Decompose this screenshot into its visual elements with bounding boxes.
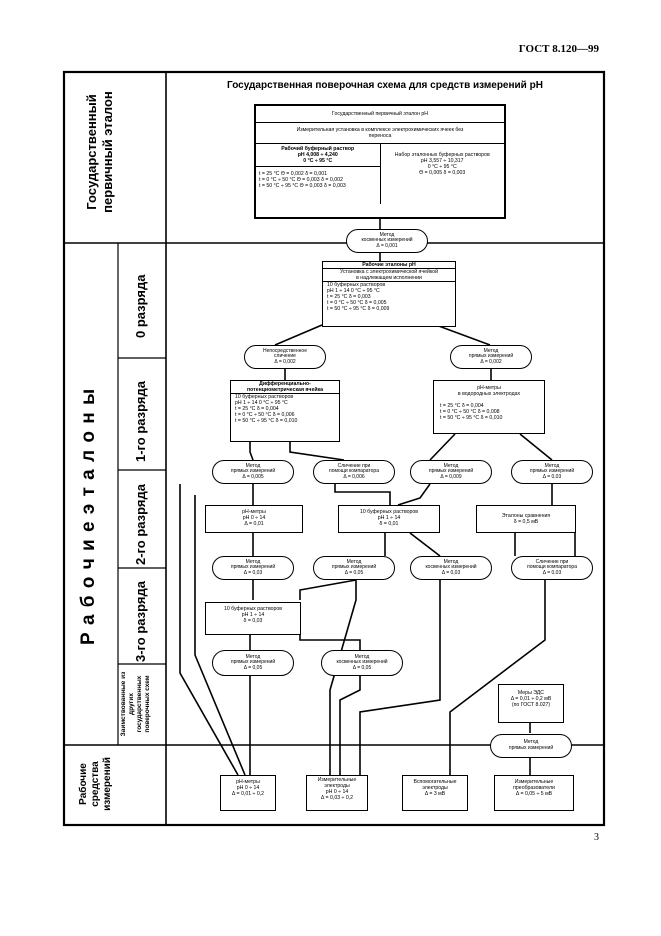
row-label-grade1: 1-го разряда [133,381,148,462]
pill-1-2-a: Метод прямых измерений Δ = 0,005 [212,460,294,484]
pill-2-3-c: Метод косвенных измерений Δ = 0,03 [410,556,492,580]
primary-left-buffer: Рабочий буферный раствор рН 4,008 ÷ 4,24… [281,146,355,164]
pill-direct-comparison: Непосредственное сличение Δ = 0,002 [244,345,326,369]
row-label-grade0: 0 разряда [133,274,148,338]
instrument-auxiliary-electrodes: Вспомогательные электроды Δ = 3 мВ [402,775,468,811]
page-number: 3 [594,832,599,843]
pill-direct-measure-0-text: Метод прямых измерений Δ = 0,002 [468,347,514,365]
instrument-auxiliary-electrodes-text: Вспомогательные электроды Δ = 3 мВ [413,779,457,797]
pill-2-3-a: Метод прямых измерений Δ = 0,03 [212,556,294,580]
grade0-standard-block: Рабочие эталоны рН Установка с электрохи… [322,261,456,327]
pill-1-2-a-text: Метод прямых измерений Δ = 0,005 [230,462,276,480]
grade3-buffers: 10 буферных растворов рН 1 ÷ 14 δ = 0,03 [205,602,301,635]
primary-installation: Измерительная установка в комплексе элек… [256,123,504,144]
borrowed-method-text: Метод прямых измерений [508,739,554,751]
pill-2-3-d: Сличение при помощи компаратора Δ = 0,03 [511,556,593,580]
grade2-emf-standards: Эталоны сравнения δ = 0,5 мВ [476,505,576,533]
borrowed-emf-text: Меры ЭДС Δ = 0,01 ÷ 0,2 мВ (по ГОСТ 8.02… [510,690,552,708]
instrument-ph-meters-text: рН-метры рН 0 ÷ 14 Δ = 0,01 ÷ 0,2 [231,779,265,797]
primary-standard-block: Государственный первичный эталон рН Изме… [254,104,506,219]
instrument-transducers-text: Измерительные преобразователи Δ = 0,05 ÷… [513,779,555,797]
method-indirect-top: Метод косвенных измерений Δ = 0,001 [346,229,428,253]
primary-right-metrics: Θ = 0,005 δ = 0,003 [419,170,466,176]
pill-3-b-text: Метод косвенных измерений Δ = 0,05 [336,653,388,671]
instrument-ph-meters: рН-метры рН 0 ÷ 14 Δ = 0,01 ÷ 0,2 [220,775,276,811]
row-label-primary: Государственный первичный эталон [84,91,115,213]
grade2-ph-meters-text: рН-метры рН 0 ÷ 14 Δ = 0,01 [242,509,266,527]
instrument-transducers: Измерительные преобразователи Δ = 0,05 ÷… [494,775,574,811]
grade0-title: Рабочие эталоны рН [323,262,455,269]
scheme-title: Государственная поверочная схема для сре… [227,80,543,91]
row-label-instruments: Рабочие средства измерений [78,757,113,811]
pill-1-2-b-text: Сличение при помощи компаратора Δ = 0,00… [329,462,379,480]
pill-1-2-d-text: Метод прямых измерений Δ = 0,03 [529,462,575,480]
pill-3-a-text: Метод прямых измерений Δ = 0,05 [230,653,276,671]
instrument-measuring-electrodes: Измерительные электроды рН 0 ÷ 14 Δ = 0,… [306,775,368,811]
primary-left-metrics: t = 25 °C Θ = 0,002 δ = 0,001 t = 0 °C ÷… [256,166,380,189]
primary-right-buffer: Набор эталонных буферных растворов рН 3,… [394,152,490,170]
borrowed-emf-measures: Меры ЭДС Δ = 0,01 ÷ 0,2 мВ (по ГОСТ 8.02… [498,684,564,723]
grade1-ph-meters-body: t = 25 °C δ = 0,004 t = 0 °C ÷ 50 °C δ =… [440,403,503,421]
grade0-installation: Установка с электрохимической ячейкой в … [323,269,455,282]
pill-1-2-c-text: Метод прямых измерений Δ = 0,009 [428,462,474,480]
pill-1-2-c: Метод прямых измерений Δ = 0,009 [410,460,492,484]
pill-1-2-d: Метод прямых измерений Δ = 0,03 [511,460,593,484]
pill-2-3-b-text: Метод прямых измерений Δ = 0,05 [331,558,377,576]
grade1-diff-cell-block: Дифференциально-потенциометрическая ячей… [230,380,340,442]
grade1-diff-cell-title: Дифференциально-потенциометрическая ячей… [231,381,339,394]
pill-2-3-b: Метод прямых измерений Δ = 0,05 [313,556,395,580]
primary-standard-caption: Государственный первичный эталон рН [256,106,504,123]
row-label-grade3: 3-го разряда [133,581,148,662]
pill-3-b: Метод косвенных измерений Δ = 0,05 [321,650,403,676]
grade1-ph-meters-block: рН-метры в водородных электродах t = 25 … [433,380,545,434]
pill-2-3-d-text: Сличение при помощи компаратора Δ = 0,03 [527,558,577,576]
pill-2-3-c-text: Метод косвенных измерений Δ = 0,03 [425,558,477,576]
grade0-body: 10 буферных растворов рН 1 ÷ 14 0 °С ÷ 9… [327,282,390,312]
grade2-ph-meters: рН-метры рН 0 ÷ 14 Δ = 0,01 [205,505,303,533]
row-label-grade2: 2-го разряда [133,484,148,565]
grade1-diff-cell-body: 10 буферных растворов рН 1 ÷ 14 0 °С ÷ 9… [235,394,298,424]
method-indirect-top-text: Метод косвенных измерений Δ = 0,001 [361,231,413,249]
pill-direct-measure-0: Метод прямых измерений Δ = 0,002 [450,345,532,369]
borrowed-method: Метод прямых измерений [490,734,572,758]
pill-2-3-a-text: Метод прямых измерений Δ = 0,03 [230,558,276,576]
grade2-buffers: 10 буферных растворов рН 1 ÷ 14 δ = 0,01 [338,505,440,533]
instrument-measuring-electrodes-text: Измерительные электроды рН 0 ÷ 14 Δ = 0,… [317,777,357,801]
pill-3-a: Метод прямых измерений Δ = 0,05 [212,650,294,676]
row-label-other: Заимствованные из других государственных… [120,671,151,737]
grade2-buffers-text: 10 буферных растворов рН 1 ÷ 14 δ = 0,01 [359,509,419,527]
pill-direct-comparison-text: Непосредственное сличение Δ = 0,002 [262,347,307,365]
grade1-ph-meters-title: рН-метры в водородных электродах [457,385,521,397]
row-label-working: Р а б о ч и е э т а л о н ы [78,387,99,645]
document-id: ГОСТ 8.120—99 [518,43,599,55]
grade3-buffers-text: 10 буферных растворов рН 1 ÷ 14 δ = 0,03 [223,606,283,624]
grade2-emf-text: Эталоны сравнения δ = 0,5 мВ [501,513,551,525]
pill-1-2-b: Сличение при помощи компаратора Δ = 0,00… [313,460,395,484]
